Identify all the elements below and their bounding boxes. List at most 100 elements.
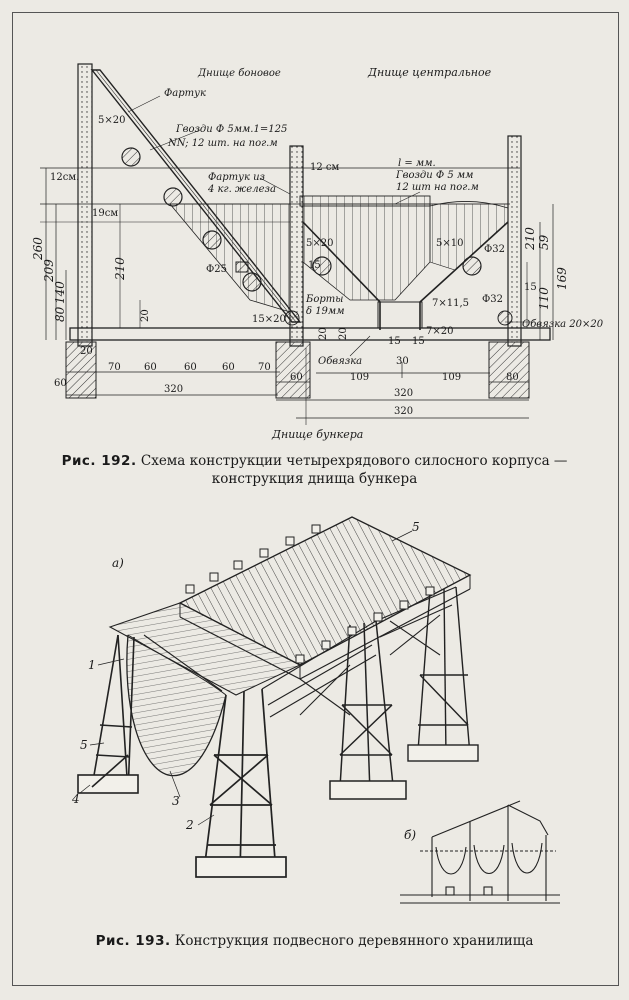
label-fartuk-iz-line2: 4 кг. железа [207, 184, 276, 195]
caption-192-line1: Схема конструкции четырехрядового силосн… [140, 453, 568, 469]
dim-209: 209 [42, 259, 56, 283]
dim-60e: 60 [290, 372, 303, 383]
dim-15b: 15 [524, 282, 537, 293]
trestle-rear-center [329, 620, 407, 800]
label-fartuk-iz-line1: Фартук из [208, 172, 265, 183]
dim-60d: 60 [222, 362, 235, 373]
dim-7x20: 7×20 [426, 326, 453, 337]
caption-fig-193: Рис. 193. Конструкция подвесного деревян… [0, 932, 629, 950]
top-beam-front [108, 602, 302, 696]
inset-b-drawing [400, 800, 560, 904]
dim-5x20b: 5×20 [306, 238, 333, 249]
post-right [507, 135, 522, 347]
dim-210b: 210 [523, 227, 537, 251]
ground-block-center [275, 341, 311, 399]
label-gvozdi2-line3: 12 шт на пог.м [396, 182, 479, 193]
dim-59: 59 [537, 234, 551, 250]
dim-320a: 320 [164, 384, 183, 395]
timber-circle-7 [284, 310, 300, 326]
box-top [299, 195, 431, 207]
trestle-front-center [195, 688, 287, 878]
dim-320b: 320 [394, 388, 413, 399]
dim-260: 260 [31, 237, 45, 261]
dim-320c: 320 [394, 406, 413, 417]
dim-70b: 70 [258, 362, 271, 373]
dim-15a: 15 [308, 260, 321, 271]
dim-phi32a: Ф32 [484, 244, 505, 255]
ground-block-right [488, 341, 530, 399]
hopper-throat [377, 301, 423, 329]
dim-phi25: Ф25 [206, 264, 227, 275]
roof-blocks [185, 524, 435, 664]
label-gvozdi2-line2: Гвозди Ф 5 мм [395, 170, 473, 181]
label-sub-a: а) [112, 556, 124, 570]
label-fartuk: Фартук [164, 88, 206, 99]
timber-circle-6 [462, 256, 482, 276]
dim-19sm: 19см [92, 208, 118, 219]
dim-7x115: 7×11,5 [432, 298, 469, 309]
caption-fig-192: Рис. 192. Схема конструкции четырехрядов… [0, 452, 629, 488]
figure-193-drawing: а) б) 1 2 3 4 5 5 [71, 516, 560, 904]
caption-193-number: Рис. 193. [95, 933, 171, 949]
marker-2: 2 [185, 818, 194, 832]
caption-192-line2: конструкция днища бункера [211, 471, 418, 487]
dim-20c: 20 [338, 327, 349, 340]
label-gvozdi1-line1: Гвозди Ф 5мм.1=125 [175, 124, 287, 135]
label-obvyazka-right: Обвязка 20×20 [522, 319, 604, 330]
dim-80b: 80 [506, 372, 519, 383]
dim-12sm: 12см. [50, 172, 79, 183]
label-dnische-bonovoe: Днище боновое [197, 68, 281, 79]
dim-5x10: 5×10 [436, 238, 463, 249]
dim-15c: 15 [388, 336, 401, 347]
timber-circle-8 [497, 310, 513, 326]
marker-3: 3 [172, 794, 180, 808]
dim-15d: 15 [412, 336, 425, 347]
dim-5x20: 5×20 [98, 115, 125, 126]
label-gvozdi2-line1: l = мм. [398, 158, 436, 169]
marker-5-top: 5 [412, 520, 420, 534]
timber-circle-3 [202, 230, 222, 250]
dim-phi32b: Ф32 [482, 294, 503, 305]
label-dnische-central: Днище центральное [367, 66, 492, 79]
dim-60c: 60 [184, 362, 197, 373]
label-dnische-bunkera: Днище бункера [271, 428, 363, 441]
dim-12sm-b: 12 см [310, 162, 340, 173]
caption-192-number: Рис. 192. [61, 453, 137, 469]
dim-169: 169 [555, 267, 569, 290]
dim-20b: 20 [140, 309, 151, 322]
caption-193-text: Конструкция подвесного деревянного храни… [174, 933, 534, 949]
dim-20a: 20 [80, 346, 93, 357]
marker-5-left: 5 [80, 738, 88, 752]
timber-circle-1 [121, 147, 141, 167]
dim-210a: 210 [113, 257, 127, 281]
label-borty-line2: δ 19мм [306, 306, 345, 317]
bin-fill-center [302, 203, 431, 301]
dim-140: 140 [53, 281, 67, 304]
dim-60b: 60 [144, 362, 157, 373]
dim-80: 80 [53, 306, 67, 322]
bin-fill-left [169, 203, 291, 313]
dim-20d: 20 [318, 327, 329, 340]
label-gvozdi1-line2: NN; 12 шт. на пог.м [167, 138, 278, 149]
dim-70a: 70 [108, 362, 121, 373]
hanging-sack [126, 634, 227, 777]
label-borty-line1: Борты [305, 294, 343, 305]
dim-60a: 60 [54, 378, 67, 389]
longitudinal-bracing [143, 586, 457, 718]
label-obvyazka-center: Обвязка [318, 356, 362, 367]
dim-109a: 109 [350, 372, 369, 383]
timber-circle-4 [242, 272, 262, 292]
timber-circle-2 [163, 187, 183, 207]
dim-110: 110 [537, 287, 551, 310]
marker-4: 4 [71, 792, 80, 806]
label-sub-b: б) [404, 828, 416, 842]
post-left [77, 63, 93, 347]
figure-192-drawing: Днище боновое Днище центральное Фартук Г… [31, 63, 604, 441]
timber-circle-5 [312, 256, 332, 276]
trestle-front-left [77, 634, 139, 794]
dim-15x20: 15×20 [252, 314, 286, 325]
page-frame [12, 12, 619, 986]
marker-1: 1 [88, 658, 96, 672]
dim-30: 30 [396, 356, 409, 367]
